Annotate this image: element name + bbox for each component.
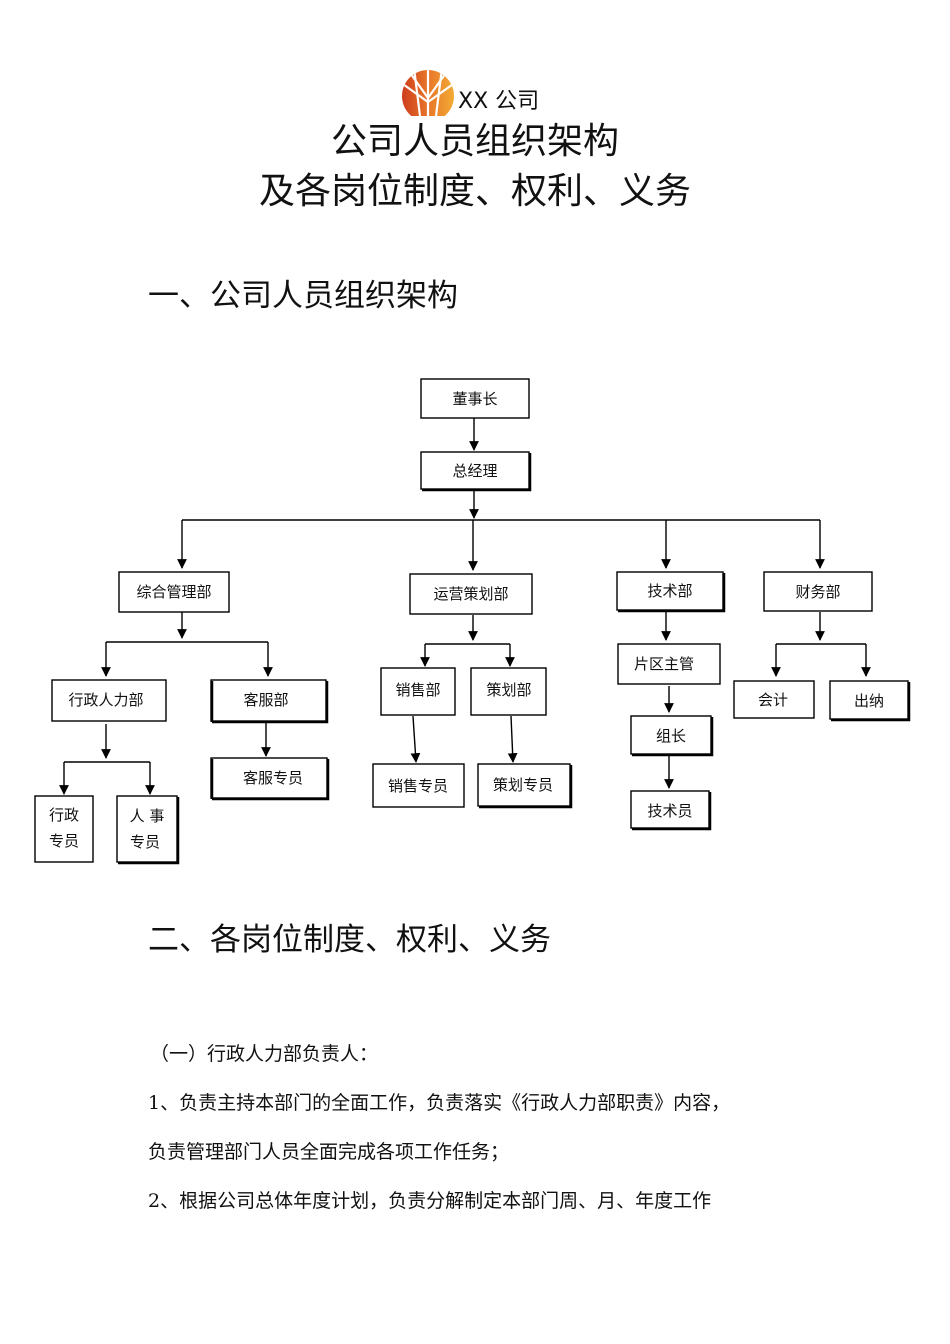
- org-node-label: 董事长: [452, 390, 497, 408]
- org-node-admin-specialist: 行政 专员: [34, 795, 94, 863]
- org-node-accountant: 会计: [733, 680, 815, 719]
- org-node-team-leader: 组长: [630, 715, 714, 757]
- org-node-label: 出纳: [854, 692, 884, 710]
- org-node-label: 策划专员: [493, 776, 553, 794]
- org-node-planning-dept: 策划部: [470, 667, 547, 716]
- org-node-planning-specialist: 策划专员: [477, 763, 573, 809]
- org-node-label: 运营策划部: [433, 585, 508, 603]
- org-node-area-supervisor: 片区主管: [617, 643, 721, 685]
- section-heading-org-structure: 一、公司人员组织架构: [148, 278, 458, 314]
- org-node-customer-service-specialist: 客服专员: [210, 757, 330, 801]
- org-node-label-line-1: 人 事: [130, 807, 165, 825]
- org-node-label: 客服专员: [243, 769, 303, 787]
- org-node-label-line-1: 行政: [49, 806, 79, 824]
- org-node-label: 会计: [758, 691, 788, 709]
- paragraph-line: 2、根据公司总体年度计划，负责分解制定本部门周、月、年度工作: [148, 1190, 712, 1212]
- paragraph-line: 1、负责主持本部门的全面工作，负责落实《行政人力部职责》内容，: [148, 1092, 731, 1114]
- org-chart-connectors: [59, 418, 871, 795]
- company-name: XX 公司: [458, 89, 540, 114]
- org-node-general-manager: 总经理: [420, 451, 532, 492]
- org-node-label: 策划部: [486, 681, 531, 699]
- org-node-cashier: 出纳: [829, 680, 911, 722]
- org-node-sales-specialist: 销售专员: [372, 763, 465, 808]
- org-node-label: 销售部: [395, 681, 440, 699]
- paragraph-line: 负责管理部门人员全面完成各项工作任务；: [148, 1141, 510, 1163]
- org-node-operations-planning-dept: 运营策划部: [409, 573, 533, 615]
- page-subtitle: 及各岗位制度、权利、义务: [258, 171, 691, 212]
- org-node-label: 组长: [656, 727, 686, 745]
- subsection-heading: （一）行政人力部负责人：: [150, 1043, 379, 1065]
- org-node-label: 综合管理部: [136, 583, 211, 601]
- org-node-label: 财务部: [795, 583, 840, 601]
- org-node-label: 总经理: [452, 462, 497, 480]
- org-chart: 董事长 总经理 综合管理部 运营策划部 技术部 财务部 行政人力部 客服部 客服…: [34, 378, 911, 865]
- org-node-chairman: 董事长: [420, 378, 530, 419]
- org-node-general-admin-dept: 综合管理部: [118, 571, 230, 613]
- company-logo-icon: [402, 70, 454, 116]
- org-node-label: 行政人力部: [68, 691, 143, 709]
- org-node-label-line-2: 专员: [49, 832, 79, 850]
- org-node-technician: 技术员: [630, 790, 712, 831]
- org-node-label: 片区主管: [634, 655, 694, 673]
- org-node-sales-dept: 销售部: [380, 667, 456, 716]
- org-node-label: 技术部: [647, 582, 692, 600]
- org-node-hr-specialist: 人 事 专员: [116, 795, 180, 865]
- org-node-label: 客服部: [243, 691, 288, 709]
- org-node-customer-service-dept: 客服部: [210, 679, 329, 724]
- org-node-technical-dept: 技术部: [616, 571, 726, 613]
- org-node-finance-dept: 财务部: [763, 571, 873, 612]
- org-node-admin-hr-dept: 行政人力部: [51, 679, 167, 722]
- section-heading-duties: 二、各岗位制度、权利、义务: [148, 922, 551, 958]
- org-node-label: 技术员: [647, 802, 692, 820]
- page-title: 公司人员组织架构: [330, 121, 619, 162]
- org-node-label-line-2: 专员: [130, 833, 160, 851]
- org-node-label: 销售专员: [388, 777, 448, 795]
